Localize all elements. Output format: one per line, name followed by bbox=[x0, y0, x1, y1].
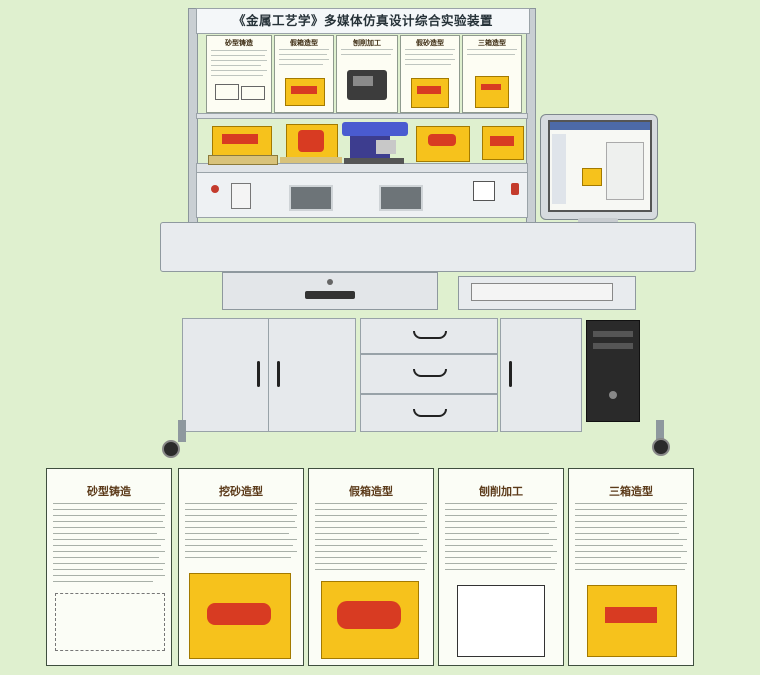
drawer-3[interactable] bbox=[360, 394, 498, 432]
control-panel bbox=[196, 172, 528, 218]
cabinet-door-left-2[interactable] bbox=[268, 318, 356, 432]
display-board-5: 三箱造型 bbox=[462, 35, 522, 113]
voltmeter-icon bbox=[473, 181, 495, 201]
display-board-2: 假箱造型 bbox=[274, 35, 334, 113]
power-button-icon[interactable] bbox=[609, 391, 617, 399]
keyboard bbox=[471, 283, 613, 301]
desk-top bbox=[160, 222, 696, 272]
desk-leg-left bbox=[178, 420, 186, 442]
panel-window-left bbox=[289, 185, 333, 211]
drawer-2[interactable] bbox=[360, 354, 498, 394]
display-board-1: 砂型铸造 bbox=[206, 35, 272, 113]
panel-window-right bbox=[379, 185, 423, 211]
model-shelf bbox=[196, 113, 528, 119]
poster-title: 挖砂造型 bbox=[219, 485, 263, 498]
poster-title: 三箱造型 bbox=[609, 485, 653, 498]
header-title: 《金属工艺学》多媒体仿真设计综合实验装置 bbox=[232, 13, 493, 28]
poster-planing: 刨削加工 bbox=[438, 468, 564, 666]
keyboard-tray[interactable] bbox=[458, 276, 636, 310]
poster-dig-sand: 挖砂造型 bbox=[178, 468, 304, 666]
cabinet-door-right[interactable] bbox=[500, 318, 582, 432]
poster-sand-casting: 砂型铸造 bbox=[46, 468, 172, 666]
poster-title: 刨削加工 bbox=[479, 485, 523, 498]
board-title: 砂型铸造 bbox=[225, 39, 253, 47]
board-title: 三箱造型 bbox=[478, 39, 506, 47]
poster-three-box: 三箱造型 bbox=[568, 468, 694, 666]
power-switch-icon[interactable] bbox=[511, 183, 519, 195]
drawer-1[interactable] bbox=[360, 318, 498, 354]
power-breaker-icon[interactable] bbox=[231, 183, 251, 209]
cabinet-door-left[interactable] bbox=[182, 318, 270, 432]
board-title: 假箱造型 bbox=[290, 39, 318, 47]
drawer-handle[interactable] bbox=[305, 291, 355, 299]
display-board-3: 刨削加工 bbox=[336, 35, 398, 113]
display-board-4: 假砂造型 bbox=[400, 35, 460, 113]
poster-title: 砂型铸造 bbox=[87, 485, 131, 498]
computer-tower bbox=[586, 320, 640, 422]
header-sign: 《金属工艺学》多媒体仿真设计综合实验装置 bbox=[196, 8, 530, 34]
desk-leg-right bbox=[656, 420, 664, 442]
board-title: 刨削加工 bbox=[353, 39, 381, 47]
drawer-lock-icon bbox=[327, 279, 333, 285]
caster-wheel-icon bbox=[162, 440, 180, 458]
poster-title: 假箱造型 bbox=[349, 485, 393, 498]
monitor-screen bbox=[548, 120, 652, 212]
indicator-light-icon bbox=[211, 185, 219, 193]
caster-wheel-icon bbox=[652, 438, 670, 456]
poster-false-box: 假箱造型 bbox=[308, 468, 434, 666]
board-title: 假砂造型 bbox=[416, 39, 444, 47]
desk-drawer[interactable] bbox=[222, 272, 438, 310]
